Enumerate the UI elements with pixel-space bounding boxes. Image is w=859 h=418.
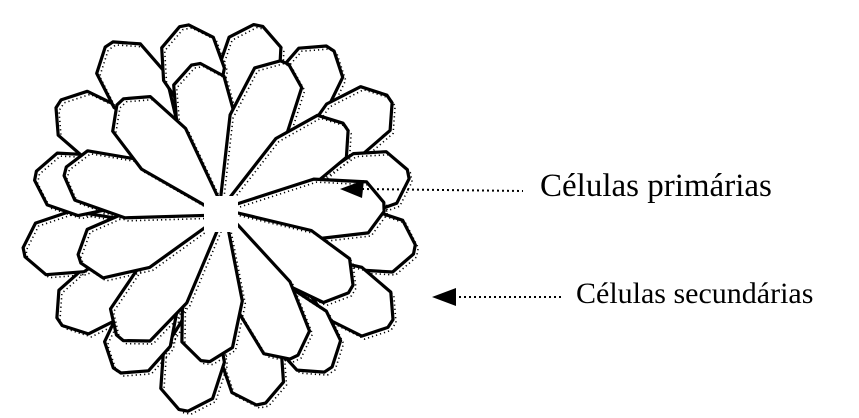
secondary-cells-label: Células secundárias [576,276,813,312]
primary-cells-label: Células primárias [540,166,772,206]
secondary-pointer-arrow [432,288,562,306]
rosette-center [204,196,238,232]
